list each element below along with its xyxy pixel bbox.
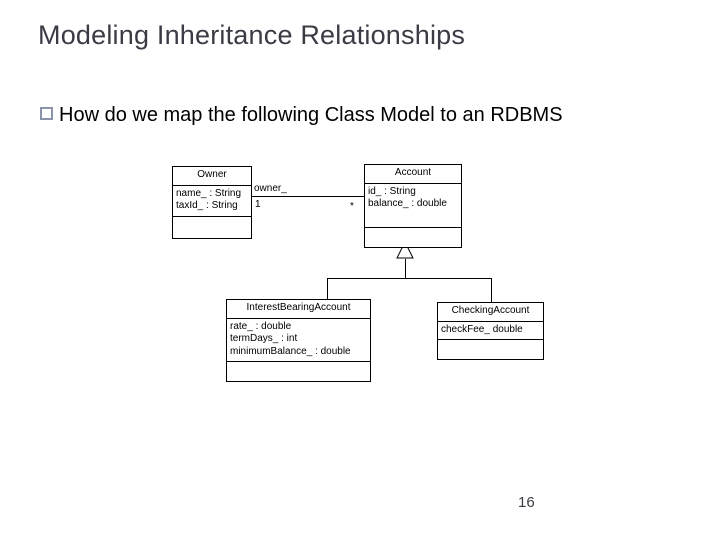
association-role-label: owner_ bbox=[254, 183, 287, 194]
uml-class-name: InterestBearingAccount bbox=[227, 300, 370, 319]
association-multiplicity-target: * bbox=[350, 201, 354, 212]
uml-operation-compartment bbox=[365, 228, 461, 247]
uml-class-name: Owner bbox=[173, 167, 251, 186]
association-multiplicity-source: 1 bbox=[255, 199, 261, 210]
uml-class-owner[interactable]: Owner name_ : String taxId_ : String bbox=[172, 166, 252, 239]
uml-attribute: minimumBalance_ : double bbox=[230, 345, 351, 357]
uml-attribute-compartment: id_ : String balance_ : double bbox=[365, 184, 461, 228]
page-number: 16 bbox=[518, 494, 535, 511]
uml-attribute: checkFee_ double bbox=[441, 323, 523, 335]
uml-class-account[interactable]: Account id_ : String balance_ : double bbox=[364, 164, 462, 248]
generalization-crossbar-line bbox=[327, 278, 492, 279]
generalization-trunk-line bbox=[405, 259, 406, 278]
uml-attribute: rate_ : double bbox=[230, 320, 292, 332]
generalization-drop-line-left bbox=[327, 278, 328, 299]
uml-class-checking-account[interactable]: CheckingAccount checkFee_ double bbox=[437, 302, 544, 360]
uml-operation-compartment bbox=[438, 340, 543, 359]
uml-attribute: name_ : String bbox=[176, 187, 242, 199]
bullet-text: How do we map the following Class Model … bbox=[59, 104, 563, 126]
uml-class-interest-bearing-account[interactable]: InterestBearingAccount rate_ : double te… bbox=[226, 299, 371, 382]
bullet-item: How do we map the following Class Model … bbox=[40, 100, 650, 130]
uml-class-name: Account bbox=[365, 165, 461, 184]
generalization-hollow-triangle-icon bbox=[396, 241, 414, 259]
uml-attribute: termDays_ : int bbox=[230, 333, 298, 344]
uml-attribute-compartment: checkFee_ double bbox=[438, 322, 543, 340]
uml-attribute: balance_ : double bbox=[368, 198, 447, 209]
generalization-drop-line-right bbox=[491, 278, 492, 302]
uml-attribute-compartment: rate_ : double termDays_ : int minimumBa… bbox=[227, 319, 370, 362]
uml-operation-compartment bbox=[173, 217, 251, 238]
uml-attribute: id_ : String bbox=[368, 185, 416, 197]
uml-operation-compartment bbox=[227, 362, 370, 381]
association-line-owner-account bbox=[252, 196, 364, 197]
hollow-square-bullet-icon bbox=[40, 107, 53, 120]
uml-class-name: CheckingAccount bbox=[438, 303, 543, 322]
page-title: Modeling Inheritance Relationships bbox=[38, 20, 466, 50]
uml-attribute-compartment: name_ : String taxId_ : String bbox=[173, 186, 251, 217]
uml-attribute: taxId_ : String bbox=[176, 200, 238, 211]
